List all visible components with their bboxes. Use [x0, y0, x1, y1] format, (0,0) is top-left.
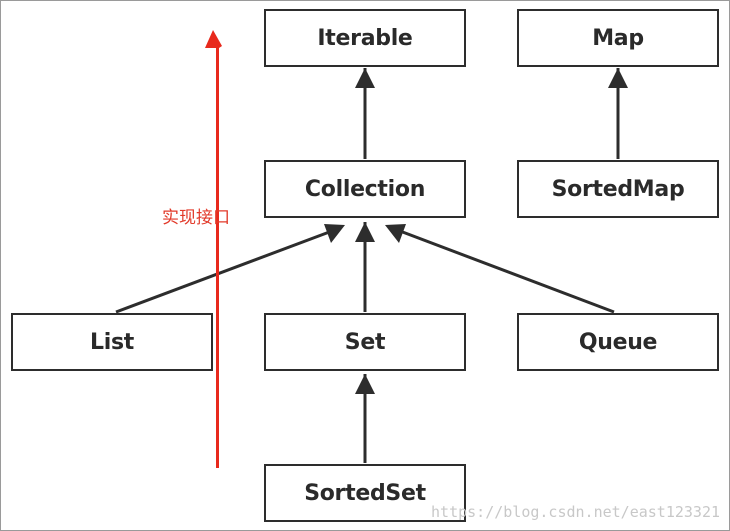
arrowhead-map: [608, 68, 628, 88]
implementation-annotation: 实现接口: [162, 208, 230, 228]
node-collection: Collection: [264, 160, 466, 218]
edge-list-to-collection: [115, 226, 341, 314]
arrowhead-set: [355, 374, 375, 394]
node-sorted-set: SortedSet: [264, 464, 466, 522]
node-iterable: Iterable: [264, 9, 466, 67]
node-sorted-map: SortedMap: [517, 160, 719, 218]
watermark-url: https://blog.csdn.net/east123321: [431, 503, 720, 521]
arrowhead-collection-from-queue: [385, 224, 406, 243]
edge-queue-to-collection: [391, 226, 615, 314]
arrowhead-collection-from-set: [355, 222, 375, 242]
node-set: Set: [264, 313, 466, 371]
arrowhead-collection-from-list: [324, 224, 345, 243]
node-queue: Queue: [517, 313, 719, 371]
node-list: List: [11, 313, 213, 371]
red-implementation-arrow: [205, 30, 222, 468]
arrowhead-iterable: [355, 68, 375, 88]
node-map: Map: [517, 9, 719, 67]
